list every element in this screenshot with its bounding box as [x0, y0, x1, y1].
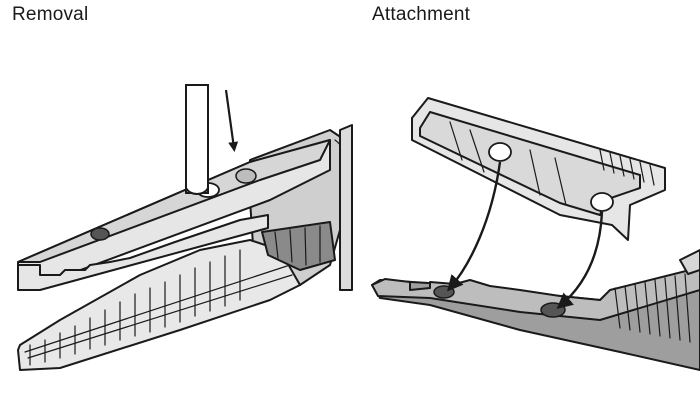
- peg-right: [590, 192, 614, 212]
- pliers-grip-threads: [614, 273, 691, 343]
- removal-title: Removal: [12, 4, 89, 25]
- removal-diagram: [17, 84, 353, 371]
- screwdriver-shaft: [185, 84, 209, 194]
- rivet-hole: [90, 227, 110, 241]
- attachment-title: Attachment: [372, 4, 471, 25]
- cutter-teeth-lines: [274, 225, 321, 266]
- jaw-pad-ribs: [449, 121, 567, 206]
- screwdriver-tip: [185, 187, 209, 195]
- cutter-teeth: [261, 221, 336, 271]
- lower-jaw-teeth: [24, 249, 293, 366]
- screw-hole-far: [235, 168, 257, 184]
- attachment-diagram: [371, 97, 700, 371]
- upper-jaw-edge: [17, 214, 269, 291]
- curved-arrow-left: [447, 161, 502, 292]
- down-arrow: [224, 89, 239, 152]
- jaw-pad-ridges: [599, 149, 655, 186]
- pliers-handle-curve: [339, 124, 353, 291]
- curved-arrow-right: [556, 211, 604, 309]
- peg-left: [488, 142, 512, 162]
- pliers-handle-edge: [679, 249, 700, 275]
